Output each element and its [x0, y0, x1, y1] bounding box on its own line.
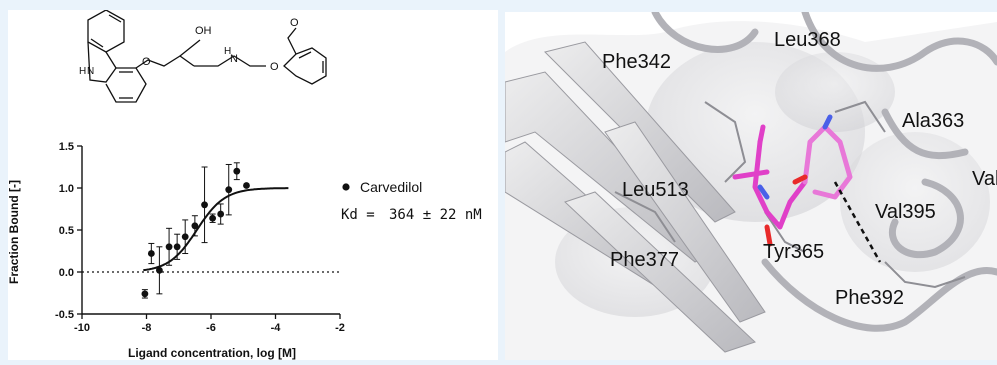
bond	[90, 38, 104, 48]
data-point	[209, 214, 217, 222]
legend-kd-label: Kd =	[341, 207, 375, 223]
x-tick-label: -4	[271, 322, 282, 334]
residue-label-leu513: Leu513	[622, 179, 689, 201]
atom-carbazole-h: H	[79, 66, 86, 77]
linker-chain	[135, 55, 195, 69]
residue-label-leu368: Leu368	[774, 29, 841, 51]
carbazole-top-ring	[87, 9, 125, 53]
residue-label-phe392: Phe392	[835, 287, 904, 309]
fit-curve-line	[143, 187, 289, 272]
y-tick-label: 1.5	[59, 141, 74, 153]
data-point	[165, 243, 173, 251]
x-tick-label: -2	[335, 322, 345, 334]
residue-label-ala363: Ala363	[902, 110, 964, 132]
atom-ether-o: O	[142, 56, 151, 68]
atom-amine-n: N	[230, 53, 238, 65]
x-axis-label: Ligand concentration, log [M]	[128, 346, 296, 360]
y-tick-label: 1.0	[59, 183, 74, 195]
chart-fit-curve	[143, 187, 289, 272]
data-point	[243, 182, 250, 189]
interaction-line	[833, 181, 882, 263]
y-axis-label: Fraction Bound [-]	[8, 180, 21, 284]
legend-marker	[342, 183, 350, 191]
y-tick-label: 0.5	[59, 225, 74, 237]
data-point	[191, 222, 199, 230]
amine-chain	[194, 55, 266, 67]
data-point	[233, 167, 241, 175]
chart-axes: -0.5 0.0 0.5 1.0 1.5 -10 -8 -6 -4 -2	[55, 141, 345, 334]
residue-label-tyr365: Tyr365	[763, 241, 824, 263]
data-point	[201, 201, 208, 209]
residue-label-val395: Val395	[875, 201, 936, 223]
side-chains	[614, 100, 966, 289]
legend-kd-value: 364 ± 22 nM	[389, 207, 482, 223]
left-panel: OH H N O H N O O -0.5 0.0 0.5 1.0 1.5 -10 -8 -6…	[7, 9, 498, 360]
oh-bond	[179, 39, 201, 57]
data-point	[217, 210, 225, 218]
x-tick-label: -10	[74, 322, 90, 334]
data-point	[156, 266, 163, 274]
data-point	[141, 290, 149, 298]
atom-aryl-ether-o: O	[270, 61, 279, 73]
x-tick-label: -6	[206, 322, 216, 334]
y-tick-label: -0.5	[55, 309, 74, 321]
right-panel: Phe342 Leu368 Ala363 Val Leu513 Val395 T…	[505, 12, 997, 360]
methoxyphenyl-ring	[283, 47, 327, 85]
molecule-atom-labels: OH H N O H N O O	[79, 17, 299, 77]
residue-label-phe377: Phe377	[610, 249, 679, 271]
atom-methoxy-o: O	[290, 17, 299, 29]
molecule-structure	[87, 9, 327, 103]
carbazole-bottom-ring	[105, 67, 147, 103]
chart-data-points	[141, 162, 250, 299]
ligand	[732, 114, 853, 247]
residue-labels: Phe342 Leu368 Ala363 Val Leu513 Val395 T…	[602, 29, 997, 309]
methoxy-bond	[287, 27, 297, 55]
bond	[298, 51, 312, 59]
protein-sheets	[505, 41, 766, 353]
data-point	[173, 243, 181, 251]
protein-pocket-render: Phe342 Leu368 Ala363 Val Leu513 Val395 T…	[505, 12, 997, 360]
y-tick-label: 0.0	[59, 267, 74, 279]
chart-legend: Carvedilol Kd = 364 ± 22 nM	[341, 179, 482, 223]
atom-carbazole-n: N	[87, 66, 94, 77]
left-panel-svg: OH H N O H N O O -0.5 0.0 0.5 1.0 1.5 -10 -8 -6…	[7, 9, 482, 360]
residue-label-val: Val	[972, 168, 997, 190]
atom-amine-h: H	[224, 46, 231, 57]
residue-label-phe342: Phe342	[602, 51, 671, 73]
data-point	[147, 250, 155, 257]
legend-series-name: Carvedilol	[360, 179, 422, 195]
carbazole-pyrrole	[87, 41, 117, 83]
data-point	[225, 186, 233, 194]
data-point	[181, 233, 189, 241]
x-tick-label: -8	[142, 322, 152, 334]
bond	[108, 14, 122, 23]
atom-oh: OH	[195, 25, 212, 37]
binding-curve-chart: -0.5 0.0 0.5 1.0 1.5 -10 -8 -6 -4 -2 Fraction Bou…	[7, 141, 345, 360]
